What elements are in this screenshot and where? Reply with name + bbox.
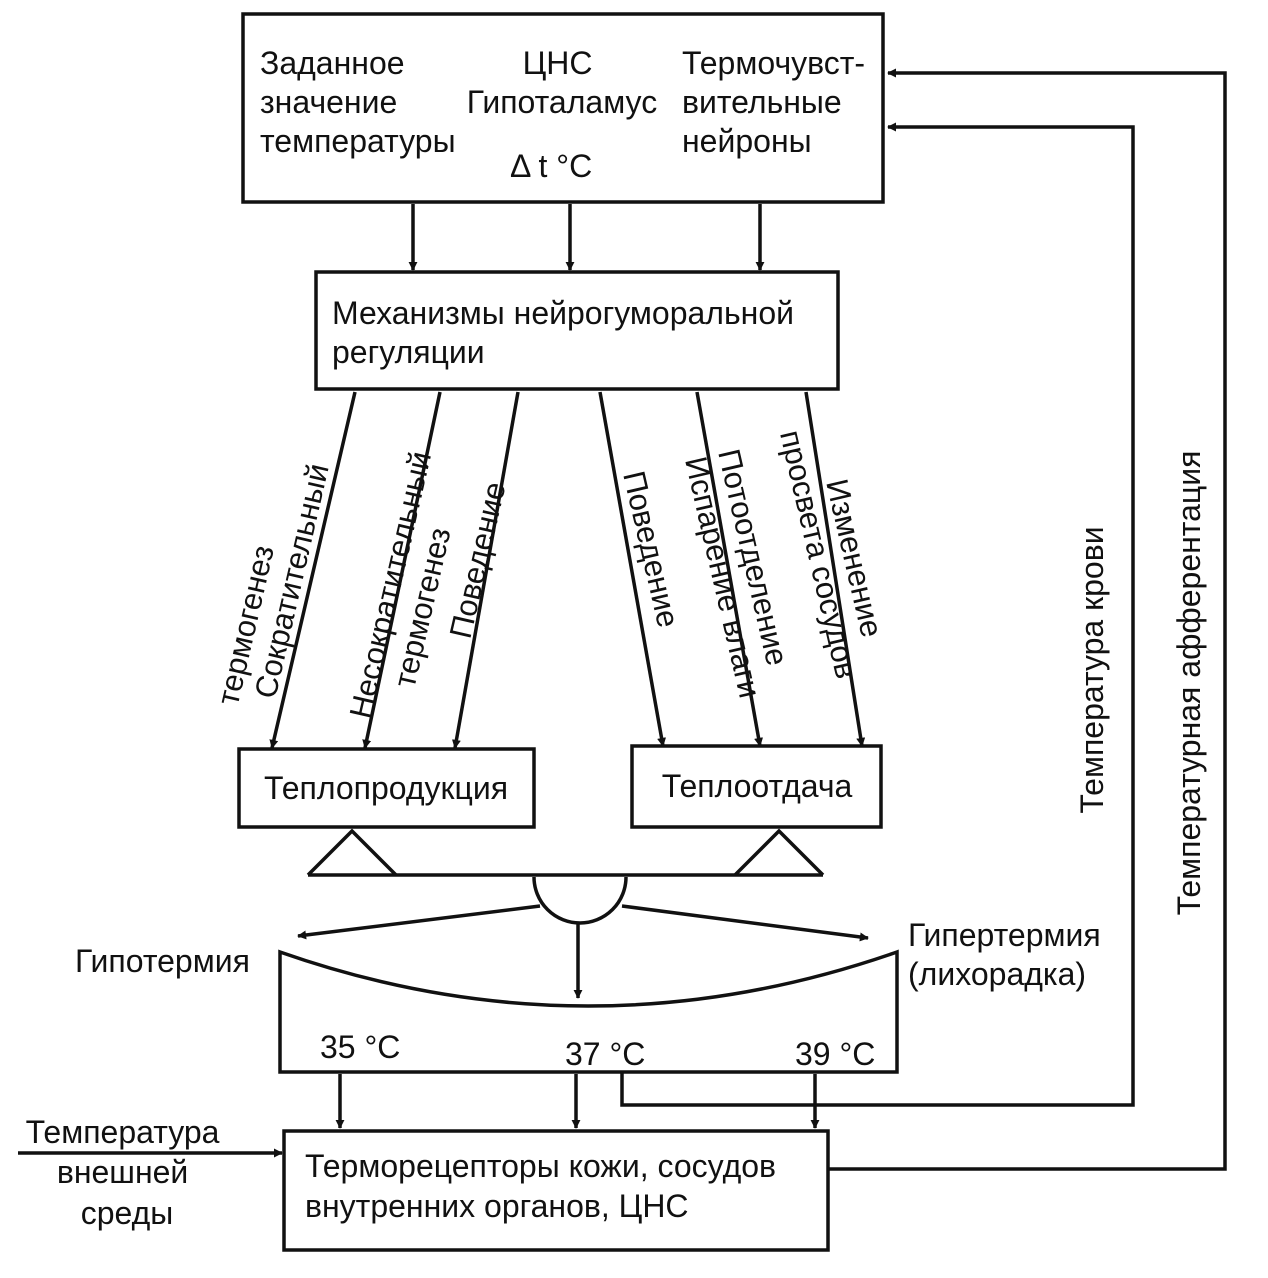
mechanisms-box	[314, 270, 840, 391]
contractile-thermogenesis-label: Сократительный термогенез	[210, 444, 337, 716]
sweating-label: Потоотделение Испарение влаги	[678, 446, 801, 702]
temperature-scale	[278, 949, 899, 1074]
left-pan-triangle	[306, 828, 398, 877]
delta-t-label: Δ t °C	[510, 148, 592, 184]
external-temperature-label: Температура внешней среды	[26, 1114, 229, 1231]
right-pan-triangle	[733, 828, 825, 877]
thermoreceptors-label: Терморецепторы кожи, сосудов внутренних …	[305, 1148, 785, 1224]
scale-39-label: 39 °C	[795, 1036, 875, 1072]
heat-production-label: Теплопродукция	[264, 770, 508, 806]
thermoreceptors-box	[282, 1129, 830, 1252]
scale-35-label: 35 °C	[320, 1029, 400, 1065]
blood-temperature-label: Температура крови	[1074, 526, 1110, 813]
production-behavior-arrow	[451, 391, 520, 749]
thermosensitive-neurons-label: Термочувст- вительные нейроны	[682, 45, 874, 159]
heat-production-box	[237, 747, 536, 829]
temperature-afferentation-path	[828, 68, 1227, 1171]
hyperthermia-arrow	[621, 904, 869, 942]
heat-loss-label: Теплоотдача	[662, 768, 853, 804]
production-behavior-label: Поведение	[443, 479, 513, 642]
heat-loss-box	[630, 744, 883, 829]
mechanisms-label: Механизмы нейрогуморальной регуляции	[332, 295, 803, 370]
scale-37-label: 37 °C	[565, 1036, 645, 1072]
blood-temperature-path	[620, 122, 1135, 1107]
balance-pivot	[532, 876, 628, 925]
temperature-afferentation-label: Температурная афферентация	[1171, 451, 1207, 916]
hyperthermia-label: Гипертермия (лихорадка)	[908, 917, 1110, 992]
cns-box	[241, 12, 885, 204]
cns-hypothalamus-label: ЦНС Гипоталамус	[467, 45, 657, 120]
loss-behavior-arrow	[598, 391, 667, 747]
setpoint-label: Заданное значение температуры	[260, 45, 456, 159]
hypothermia-label: Гипотермия	[75, 943, 250, 979]
noncontractile-thermogenesis-arrow	[362, 391, 442, 749]
vessel-lumen-arrow	[804, 391, 866, 747]
hypothermia-arrow	[297, 904, 541, 940]
contractile-thermogenesis-arrow	[269, 391, 357, 749]
sweating-arrow	[695, 391, 764, 747]
